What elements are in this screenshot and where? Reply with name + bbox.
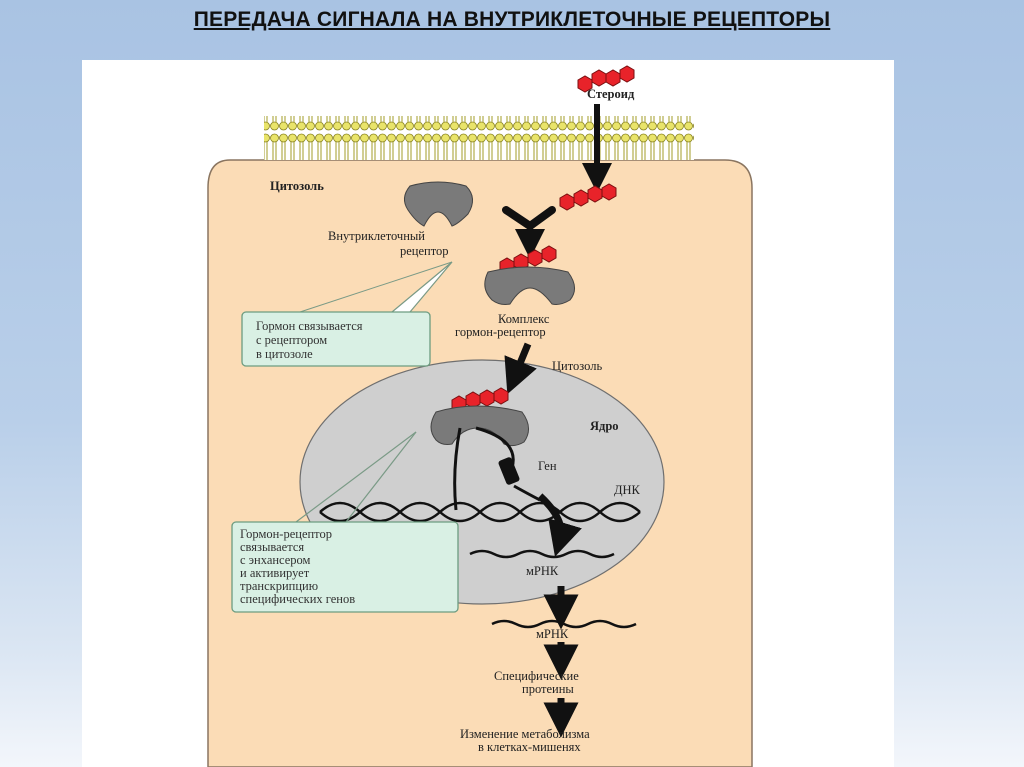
label-mrna-outer: мРНК: [536, 627, 569, 641]
label-complex-2: гормон-рецептор: [455, 325, 546, 339]
label-cytosol-mid: Цитозоль: [552, 359, 602, 373]
box2-line2: связывается: [240, 540, 304, 554]
callout-box-2: [231, 521, 459, 613]
steroid-molecule-cytosol: [559, 183, 617, 211]
arrow-to-nucleus: [504, 342, 537, 395]
label-gene: Ген: [538, 459, 557, 473]
label-proteins-2: протеины: [522, 682, 574, 696]
box2-line4: и активирует: [240, 566, 310, 580]
mrna-outer: [491, 619, 637, 629]
box1-line1: Гормон связывается: [256, 319, 363, 333]
label-proteins-1: Специфические: [494, 669, 579, 683]
steroid-molecule-nucleus: [451, 387, 509, 413]
label-dna: ДНК: [614, 483, 641, 497]
complex-receptor-shape: [484, 266, 575, 305]
arrow-transcription: [537, 493, 582, 557]
box2-line6: специфических генов: [240, 592, 355, 606]
receptor-shape: [404, 181, 473, 227]
label-nucleus: Ядро: [590, 419, 619, 433]
mrna-inner: [469, 549, 615, 559]
label-cytosol-top: Цитозоль: [270, 179, 324, 193]
box1-line3: в цитозоле: [256, 347, 313, 361]
label-complex-1: Комплекс: [498, 312, 550, 326]
box2-line3: с энхансером: [240, 553, 311, 567]
label-mrna-inner: мРНК: [526, 564, 559, 578]
label-metabolism-1: Изменение метаболизма: [460, 727, 590, 741]
label-receptor-2: рецептор: [400, 244, 449, 258]
dna-helix-b: [319, 501, 641, 523]
steroid-molecule-complex: [499, 245, 557, 275]
slide-title: ПЕРЕДАЧА СИГНАЛА НА ВНУТРИКЛЕТОЧНЫЕ РЕЦЕ…: [193, 8, 831, 31]
steroid-molecule-top: [577, 65, 635, 93]
box2-line5: транскрипцию: [240, 579, 318, 593]
box1-line2: с рецептором: [256, 333, 327, 347]
gene-segment: [498, 457, 520, 485]
label-metabolism-2: в клетках-мишенях: [478, 740, 581, 754]
cell-membrane: [264, 116, 694, 160]
callout-box-1: [241, 311, 431, 367]
label-receptor-1: Внутриклеточный: [328, 229, 425, 243]
label-steroid: Стероид: [587, 87, 635, 101]
box2-line1: Гормон-рецептор: [240, 527, 332, 541]
